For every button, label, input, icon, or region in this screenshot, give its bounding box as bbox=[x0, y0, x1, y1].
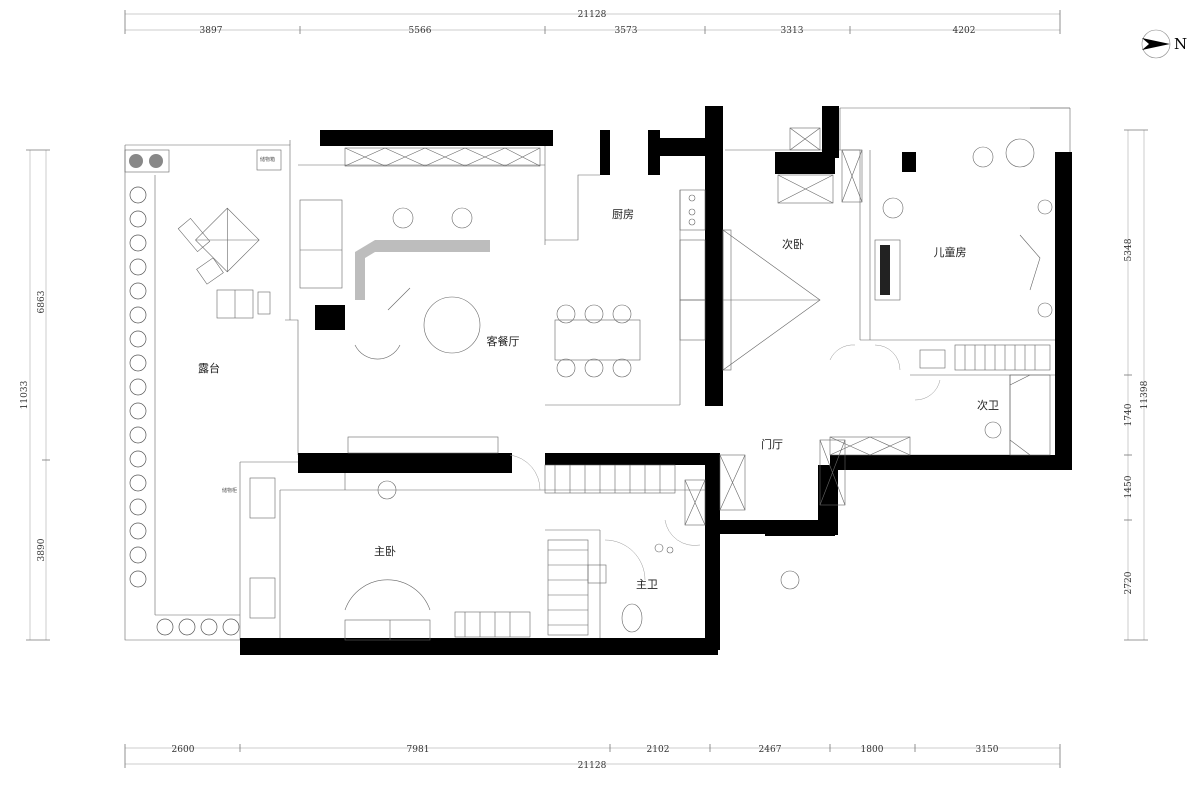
terrace-lounge-set bbox=[177, 207, 271, 319]
plant-icon bbox=[129, 426, 147, 444]
bottom-dim-6: 3150 bbox=[976, 745, 999, 755]
top-dim-2: 5566 bbox=[409, 26, 432, 36]
plant-icon bbox=[129, 210, 147, 228]
room-label-second-bedroom: 次卧 bbox=[782, 237, 804, 251]
door-swings bbox=[509, 344, 941, 581]
plant-icon bbox=[129, 450, 147, 468]
room-label-terrace: 露台 bbox=[198, 361, 220, 375]
top-dim-1: 3897 bbox=[200, 26, 223, 36]
right-dim-4: 2720 bbox=[1124, 571, 1134, 594]
bottom-dim-3: 2102 bbox=[647, 745, 670, 755]
plant-icon bbox=[129, 258, 147, 276]
left-dim-2: 3890 bbox=[37, 538, 47, 561]
entrance-cabinets bbox=[719, 436, 911, 590]
bottom-dim-1: 2600 bbox=[172, 745, 195, 755]
bottom-dim-4: 2467 bbox=[759, 745, 782, 755]
terrace-equipment bbox=[124, 149, 170, 173]
kitchen-stove bbox=[679, 189, 706, 341]
interior-lines bbox=[124, 107, 1071, 641]
plant-icon bbox=[129, 546, 147, 564]
ac-unit-icon bbox=[129, 154, 143, 168]
plant-icon bbox=[200, 618, 218, 636]
top-dim-3: 3573 bbox=[615, 26, 638, 36]
room-label-master-bedroom: 主卧 bbox=[374, 545, 396, 558]
right-total-dimension: 11398 bbox=[1140, 380, 1150, 409]
left-total-dimension: 11033 bbox=[20, 380, 30, 409]
walls bbox=[240, 106, 1072, 655]
north-label: N bbox=[1174, 35, 1187, 53]
second-bedroom-wardrobe bbox=[722, 127, 834, 371]
plant-icon bbox=[129, 522, 147, 540]
top-total-dimension: 21128 bbox=[578, 10, 607, 20]
plant-icon bbox=[129, 378, 147, 396]
kitchen-counter bbox=[355, 240, 490, 300]
plant-icon bbox=[129, 234, 147, 252]
side-box-label: 储物柜 bbox=[222, 487, 237, 494]
bottom-total-dimension: 21128 bbox=[578, 761, 607, 771]
living-room-furniture bbox=[299, 199, 499, 454]
room-label-living-dining: 客餐厅 bbox=[487, 334, 520, 348]
top-dim-5: 4202 bbox=[953, 26, 976, 36]
storage-box bbox=[256, 149, 282, 171]
dimension-lines: 21128 3897 5566 3573 3313 4202 2600 7981… bbox=[20, 10, 1150, 771]
second-bath-fixtures bbox=[919, 344, 1051, 456]
left-dim-1: 6863 bbox=[37, 290, 47, 313]
plant-icon bbox=[222, 618, 240, 636]
bottom-dim-5: 1800 bbox=[861, 745, 884, 755]
room-label-entrance-hall: 门厅 bbox=[761, 437, 783, 451]
plant-icon bbox=[129, 186, 147, 204]
room-label-master-bath: 主卫 bbox=[636, 578, 658, 591]
room-label-second-bath: 次卫 bbox=[977, 398, 999, 412]
plant-icon bbox=[129, 330, 147, 348]
north-arrow-icon bbox=[1141, 29, 1171, 59]
plant-icon bbox=[129, 282, 147, 300]
plant-icon bbox=[129, 498, 147, 516]
kids-room-furniture bbox=[841, 138, 1053, 318]
master-bedroom-furniture bbox=[249, 464, 706, 641]
plant-icon bbox=[129, 570, 147, 588]
plant-icon bbox=[129, 306, 147, 324]
plant-icon bbox=[178, 618, 196, 636]
top-box-label: 储物箱 bbox=[260, 156, 275, 163]
plant-icon bbox=[129, 402, 147, 420]
bottom-dim-2: 7981 bbox=[407, 745, 430, 755]
room-label-kitchen: 厨房 bbox=[612, 208, 634, 221]
top-dim-4: 3313 bbox=[781, 26, 804, 36]
dining-table bbox=[554, 304, 641, 378]
right-dim-1: 5348 bbox=[1124, 238, 1134, 261]
right-dim-3: 1450 bbox=[1124, 475, 1134, 498]
room-label-kids-room: 儿童房 bbox=[934, 245, 967, 259]
ac-unit-icon bbox=[149, 154, 163, 168]
plant-icon bbox=[156, 618, 174, 636]
terrace-plants bbox=[129, 186, 240, 636]
wardrobe-top bbox=[344, 147, 541, 167]
right-dim-2: 1740 bbox=[1124, 403, 1134, 426]
plant-icon bbox=[129, 354, 147, 372]
plant-icon bbox=[129, 474, 147, 492]
